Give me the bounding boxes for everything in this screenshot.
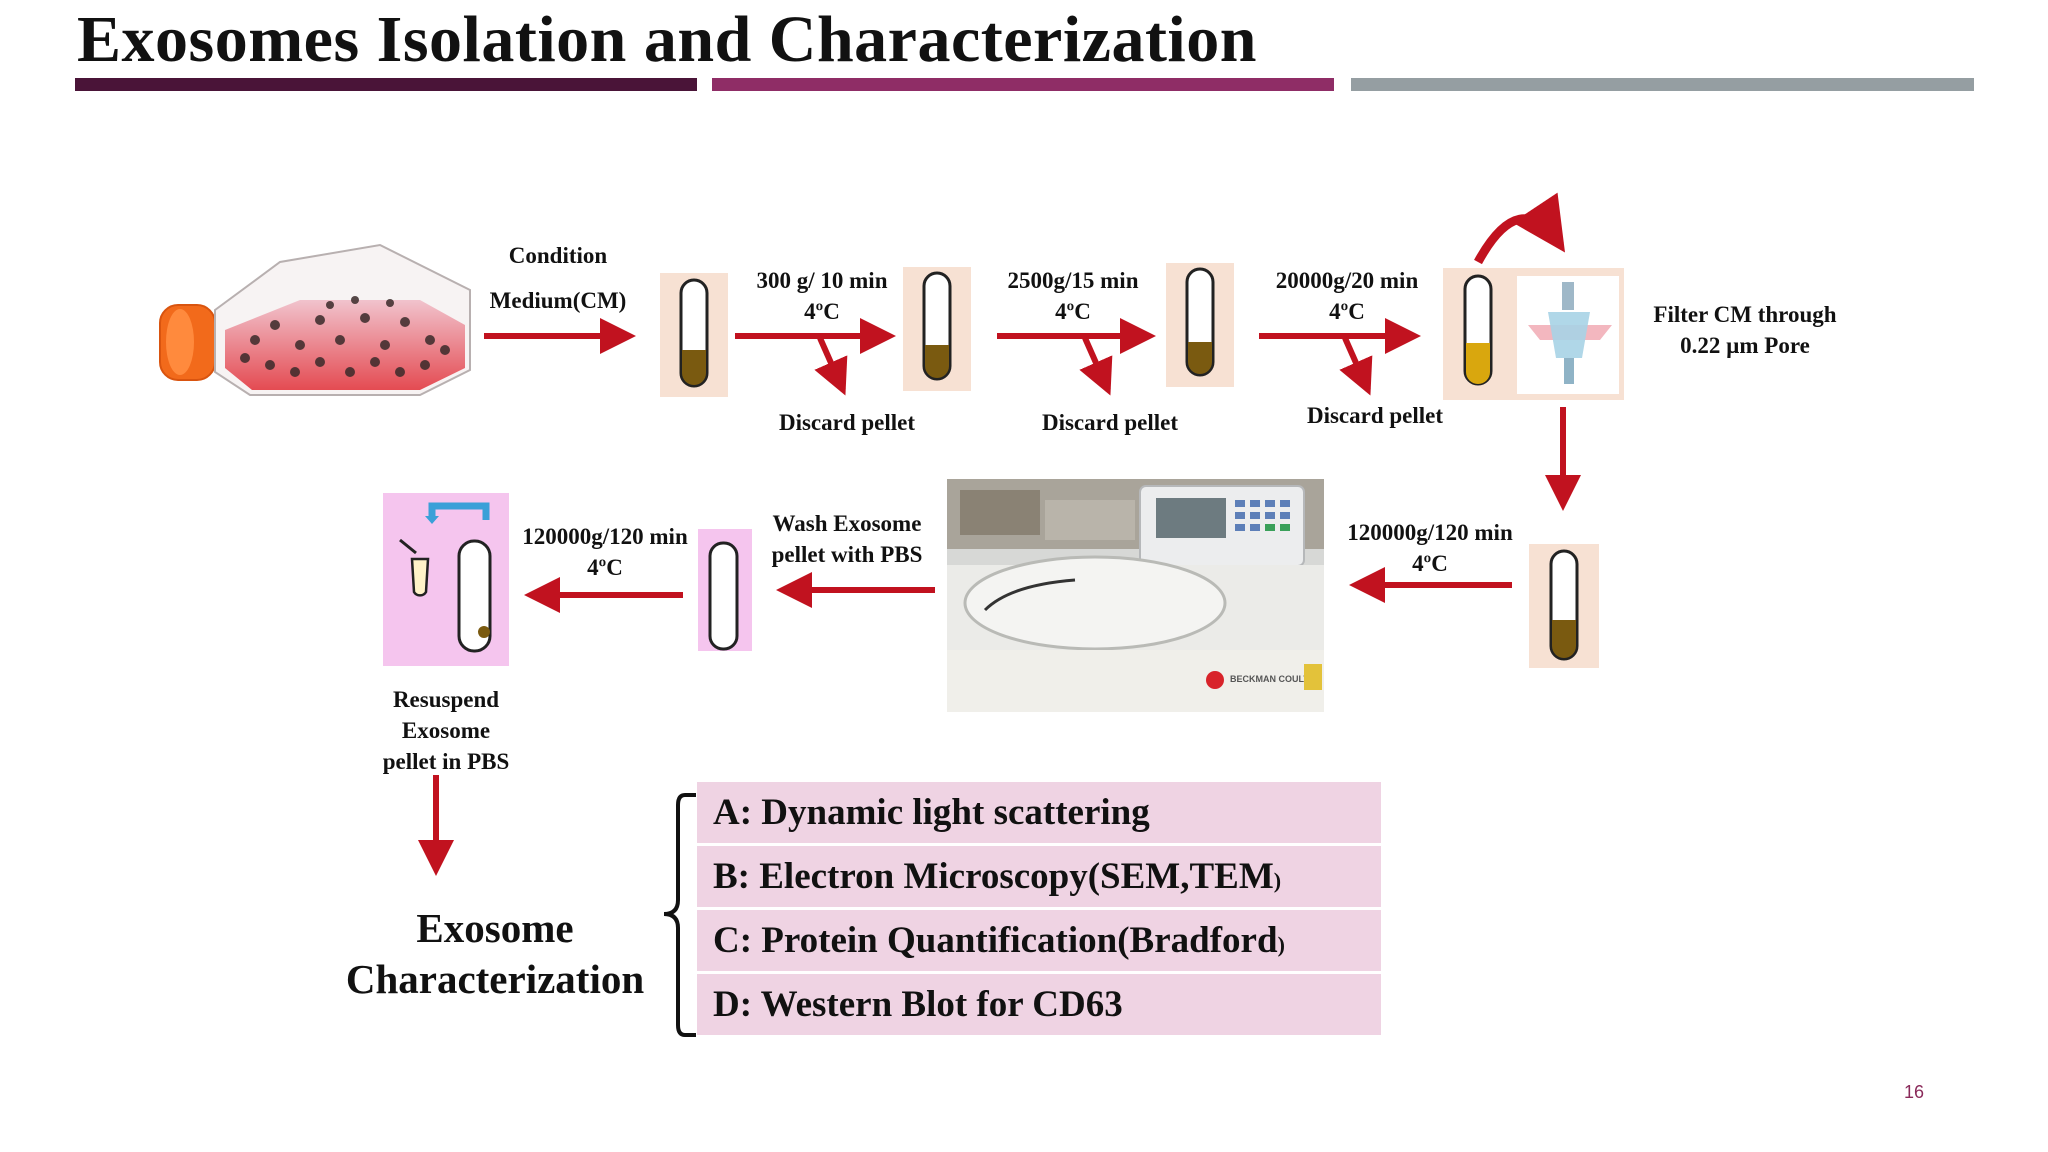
label-discard3: Discard pellet bbox=[1306, 403, 1444, 428]
label-wash-line1: Wash Exosome bbox=[772, 511, 922, 536]
label-cm-line2: Medium(CM) bbox=[489, 288, 627, 313]
label-spin2-line2: 4ºC bbox=[1055, 299, 1091, 324]
method-d-label: D: Western Blot for CD63 bbox=[713, 984, 1123, 1025]
label-resuspend-line3: pellet in PBS bbox=[382, 749, 510, 774]
arrow-discard3 bbox=[1339, 336, 1373, 396]
method-b-label: B: Electron Microscopy(SEM,TEM bbox=[713, 856, 1274, 897]
page-number: 16 bbox=[1904, 1082, 1925, 1102]
label-spin3: 20000g/20 min 4ºC bbox=[1257, 265, 1437, 327]
page-title: Exosomes Isolation and Characterization bbox=[77, 3, 1257, 76]
method-a-label: A: Dynamic light scattering bbox=[713, 792, 1150, 833]
label-filter: Filter CM through 0.22 µm Pore bbox=[1635, 299, 1855, 361]
label-spin1: 300 g/ 10 min 4ºC bbox=[737, 265, 907, 327]
label-spin4-line2: 4ºC bbox=[1412, 551, 1448, 576]
tube-3 bbox=[1166, 263, 1234, 387]
tube-1 bbox=[660, 273, 728, 397]
label-spin5-line2: 4ºC bbox=[587, 555, 623, 580]
label-spin4-line1: 120000g/120 min bbox=[1347, 520, 1513, 545]
label-filter-line1: Filter CM through bbox=[1653, 302, 1837, 327]
characterization-line2: Characterization bbox=[345, 956, 645, 1002]
label-filter-line2: 0.22 µm Pore bbox=[1680, 333, 1810, 358]
label-spin5-line1: 120000g/120 min bbox=[522, 524, 688, 549]
label-spin4: 120000g/120 min 4ºC bbox=[1335, 517, 1525, 579]
tube-4 bbox=[1443, 268, 1624, 400]
centrifuge-image: BECKMAN COULTER bbox=[947, 479, 1324, 712]
label-spin1-line2: 4ºC bbox=[804, 299, 840, 324]
method-row-a: A: Dynamic light scattering bbox=[697, 782, 1381, 843]
title-rule-2 bbox=[712, 78, 1334, 91]
characterization-line1: Exosome bbox=[416, 905, 574, 951]
characterization-brace bbox=[663, 793, 696, 1037]
label-discard1: Discard pellet bbox=[778, 410, 916, 435]
title-rule-1 bbox=[75, 78, 697, 91]
label-spin1-line1: 300 g/ 10 min bbox=[756, 268, 888, 293]
label-spin2: 2500g/15 min 4ºC bbox=[988, 265, 1158, 327]
arrow-discard1 bbox=[814, 336, 848, 396]
tube-2 bbox=[903, 267, 971, 391]
label-resuspend-line2: Exosome bbox=[401, 718, 491, 743]
method-b-tail: ) bbox=[1273, 868, 1282, 893]
characterization-heading: Exosome Characterization bbox=[330, 903, 660, 1005]
tube-5 bbox=[1529, 544, 1599, 668]
method-row-b: B: Electron Microscopy(SEM,TEM) bbox=[697, 846, 1381, 907]
label-spin3-line2: 4ºC bbox=[1329, 299, 1365, 324]
method-c-tail: ) bbox=[1277, 932, 1285, 957]
arrow-filter-curve bbox=[1474, 192, 1565, 265]
arrow-discard2 bbox=[1079, 336, 1113, 396]
label-wash: Wash Exosome pellet with PBS bbox=[757, 508, 937, 570]
tube-6 bbox=[698, 529, 752, 651]
label-condition-medium: Condition Medium(CM) bbox=[468, 240, 648, 316]
centrifuge-brand: BECKMAN COULTER bbox=[1230, 674, 1322, 684]
culture-flask-image bbox=[159, 243, 471, 396]
method-row-c: C: Protein Quantification(Bradford) bbox=[697, 910, 1381, 971]
label-wash-line2: pellet with PBS bbox=[771, 542, 923, 567]
method-row-d: D: Western Blot for CD63 bbox=[697, 974, 1381, 1035]
label-spin5: 120000g/120 min 4ºC bbox=[510, 521, 700, 583]
label-discard2: Discard pellet bbox=[1041, 410, 1179, 435]
label-spin3-line1: 20000g/20 min bbox=[1275, 268, 1419, 293]
label-spin2-line1: 2500g/15 min bbox=[1007, 268, 1139, 293]
label-resuspend: Resuspend Exosome pellet in PBS bbox=[356, 684, 536, 777]
method-c-label: C: Protein Quantification(Bradford bbox=[713, 920, 1278, 961]
label-cm-line1: Condition bbox=[508, 243, 608, 268]
label-resuspend-line1: Resuspend bbox=[392, 687, 500, 712]
title-rule-3 bbox=[1351, 78, 1974, 91]
resuspend-image bbox=[383, 493, 509, 666]
